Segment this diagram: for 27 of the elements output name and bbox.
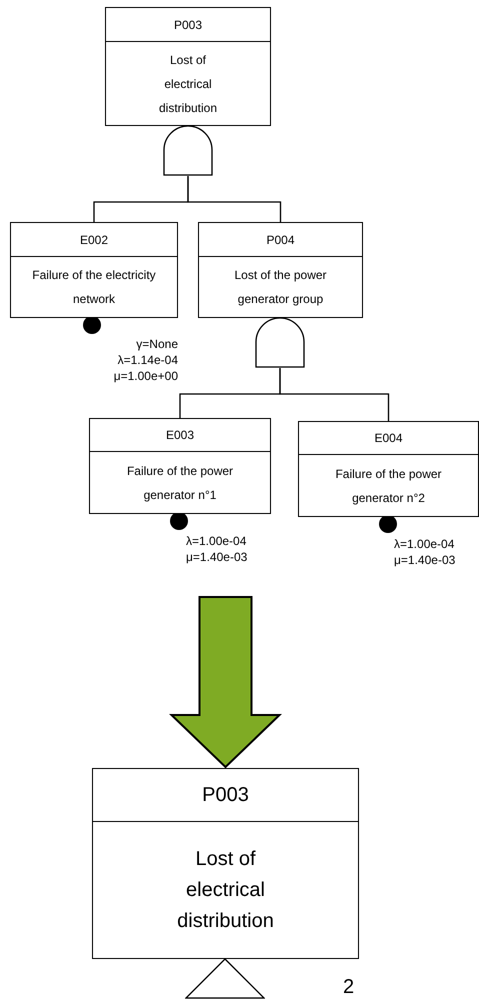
event-description: Failure of the electricity network bbox=[32, 267, 156, 308]
transfer-count: 2 bbox=[343, 976, 354, 998]
event-box bbox=[105, 7, 271, 126]
event-parameters: λ=1.00e-04 μ=1.40e-03 bbox=[394, 536, 456, 568]
event-parameters: λ=1.00e-04 μ=1.40e-03 bbox=[186, 533, 248, 565]
transfer-triangle bbox=[185, 958, 265, 999]
and-gate bbox=[163, 125, 213, 176]
event-id: E003 bbox=[166, 427, 194, 444]
event-id: E002 bbox=[80, 232, 108, 248]
event-description: Failure of the power generator n°1 bbox=[126, 462, 234, 504]
event-box bbox=[10, 222, 178, 318]
and-gate bbox=[255, 317, 305, 368]
event-id: P004 bbox=[266, 232, 295, 248]
connector-line bbox=[279, 368, 390, 421]
event-id: E004 bbox=[374, 430, 403, 447]
event-parameters: γ=None λ=1.14e-04 μ=1.00e+00 bbox=[112, 336, 178, 384]
event-description: Lost of electrical distribution bbox=[176, 846, 275, 934]
event-box bbox=[298, 421, 479, 517]
event-description: Lost of the power generator group bbox=[233, 267, 328, 308]
event-box bbox=[92, 768, 359, 959]
event-box bbox=[89, 418, 271, 514]
connector-line bbox=[187, 176, 282, 222]
event-description: Failure of the power generator n°2 bbox=[334, 466, 443, 506]
block-arrow bbox=[169, 596, 282, 768]
event-id: P003 bbox=[174, 16, 202, 34]
event-id: P003 bbox=[202, 782, 249, 808]
event-description: Lost of electrical distribution bbox=[158, 52, 218, 116]
